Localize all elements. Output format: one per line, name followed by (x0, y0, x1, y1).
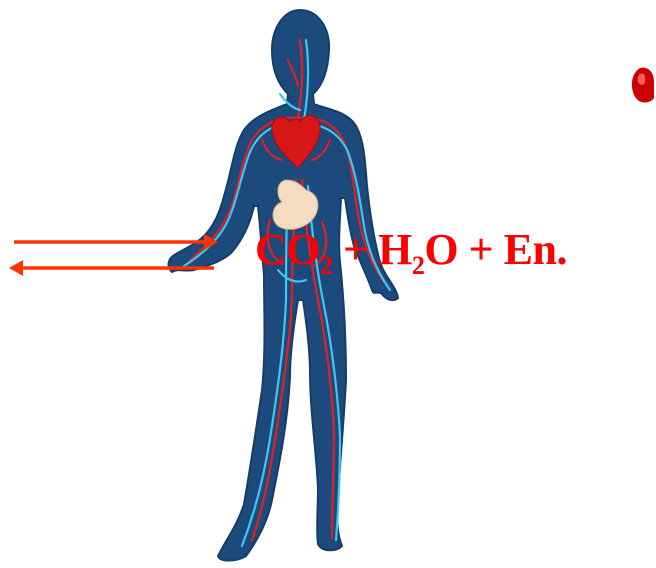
h-text: H (378, 225, 412, 274)
human-figure (169, 10, 398, 561)
water-label: H2O (378, 225, 458, 274)
co-text: CO (255, 225, 320, 274)
red-cell-icon (632, 68, 654, 103)
o-text: O (424, 225, 458, 274)
co2-subscript: 2 (320, 251, 333, 280)
energy-label: En. (504, 225, 567, 274)
reaction-equation: CO2 + H2O + En. (255, 228, 567, 272)
plus-sign-2: + (458, 225, 504, 274)
body-silhouette (169, 10, 398, 561)
h2-subscript: 2 (412, 251, 425, 280)
plus-sign-1: + (333, 225, 379, 274)
co2-label: CO2 (255, 225, 333, 274)
